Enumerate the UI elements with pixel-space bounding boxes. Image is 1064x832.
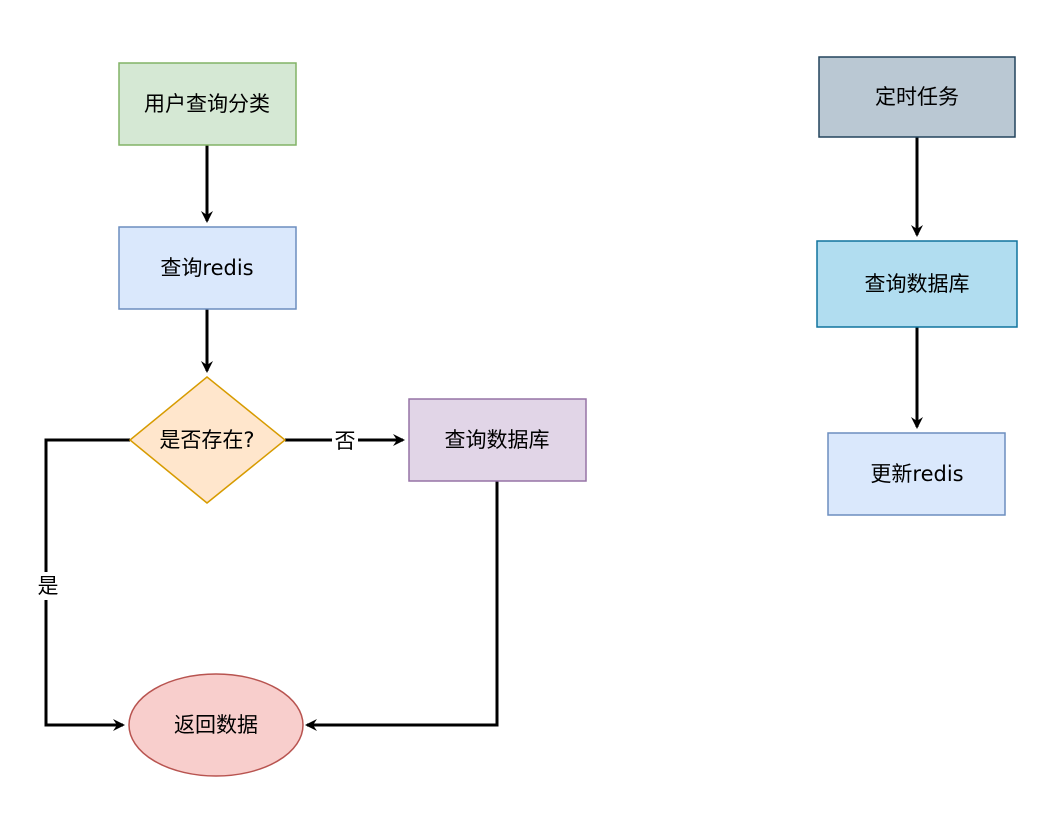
node-query-redis-label: 查询redis (160, 256, 253, 280)
node-query-db: 查询数据库 (408, 398, 587, 482)
node-start: 用户查询分类 (118, 62, 297, 146)
node-return-data: 返回数据 (128, 673, 304, 777)
node-decision: 是否存在? (128, 376, 287, 504)
left-flow-edges: 否 是 (34, 145, 499, 731)
node-timer: 定时任务 (818, 56, 1016, 138)
node-return-data-label: 返回数据 (174, 713, 258, 737)
no-label-bg (332, 427, 358, 453)
edge-label-no: 否 (335, 429, 356, 453)
node-query-db-label: 查询数据库 (445, 428, 550, 452)
node-query-redis: 查询redis (118, 226, 297, 310)
yes-label-bg (34, 572, 60, 600)
node-right-query-db-label: 查询数据库 (865, 272, 970, 296)
node-update-redis-label: 更新redis (870, 462, 963, 486)
edge-db-to-return (305, 481, 499, 731)
node-decision-label: 是否存在? (159, 428, 254, 452)
edge-label-yes: 是 (38, 574, 59, 598)
node-timer-label: 定时任务 (875, 85, 959, 109)
node-start-label: 用户查询分类 (144, 92, 270, 116)
node-update-redis: 更新redis (827, 432, 1006, 516)
node-right-query-db: 查询数据库 (816, 240, 1018, 328)
